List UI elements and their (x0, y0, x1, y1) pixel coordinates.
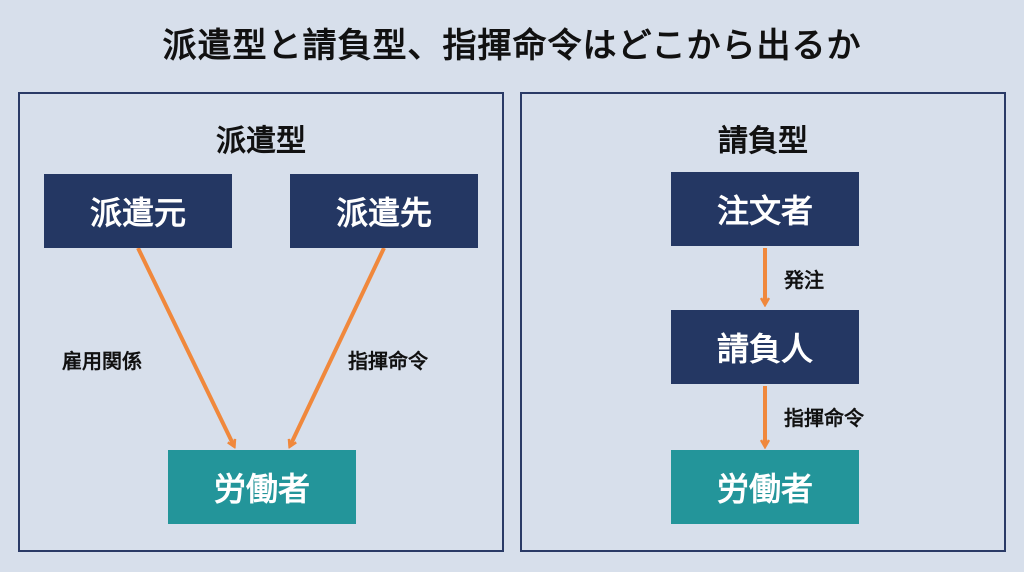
contract-command-label: 指揮命令 (784, 406, 864, 430)
contract-title: 請負型 (718, 124, 808, 159)
arrow-employment (136, 247, 234, 446)
dispatch-client-box: 派遣先 (290, 174, 478, 248)
dispatch-panel: 派遣型 (18, 92, 504, 552)
dispatch-worker-box: 労働者 (168, 450, 356, 524)
page-title: 派遣型と請負型、指揮命令はどこから出るか (162, 26, 862, 66)
order-label: 発注 (784, 268, 824, 292)
contractor-box: 請負人 (671, 310, 859, 384)
employment-label: 雇用関係 (62, 349, 142, 373)
dispatch-source-box: 派遣元 (44, 174, 232, 248)
contract-panel: 請負型 (520, 92, 1006, 552)
contract-worker-box: 労働者 (671, 450, 859, 524)
dispatch-title: 派遣型 (216, 124, 306, 159)
dispatch-command-label: 指揮命令 (348, 349, 428, 373)
orderer-box: 注文者 (671, 172, 859, 246)
arrow-command-dispatch (290, 247, 386, 446)
